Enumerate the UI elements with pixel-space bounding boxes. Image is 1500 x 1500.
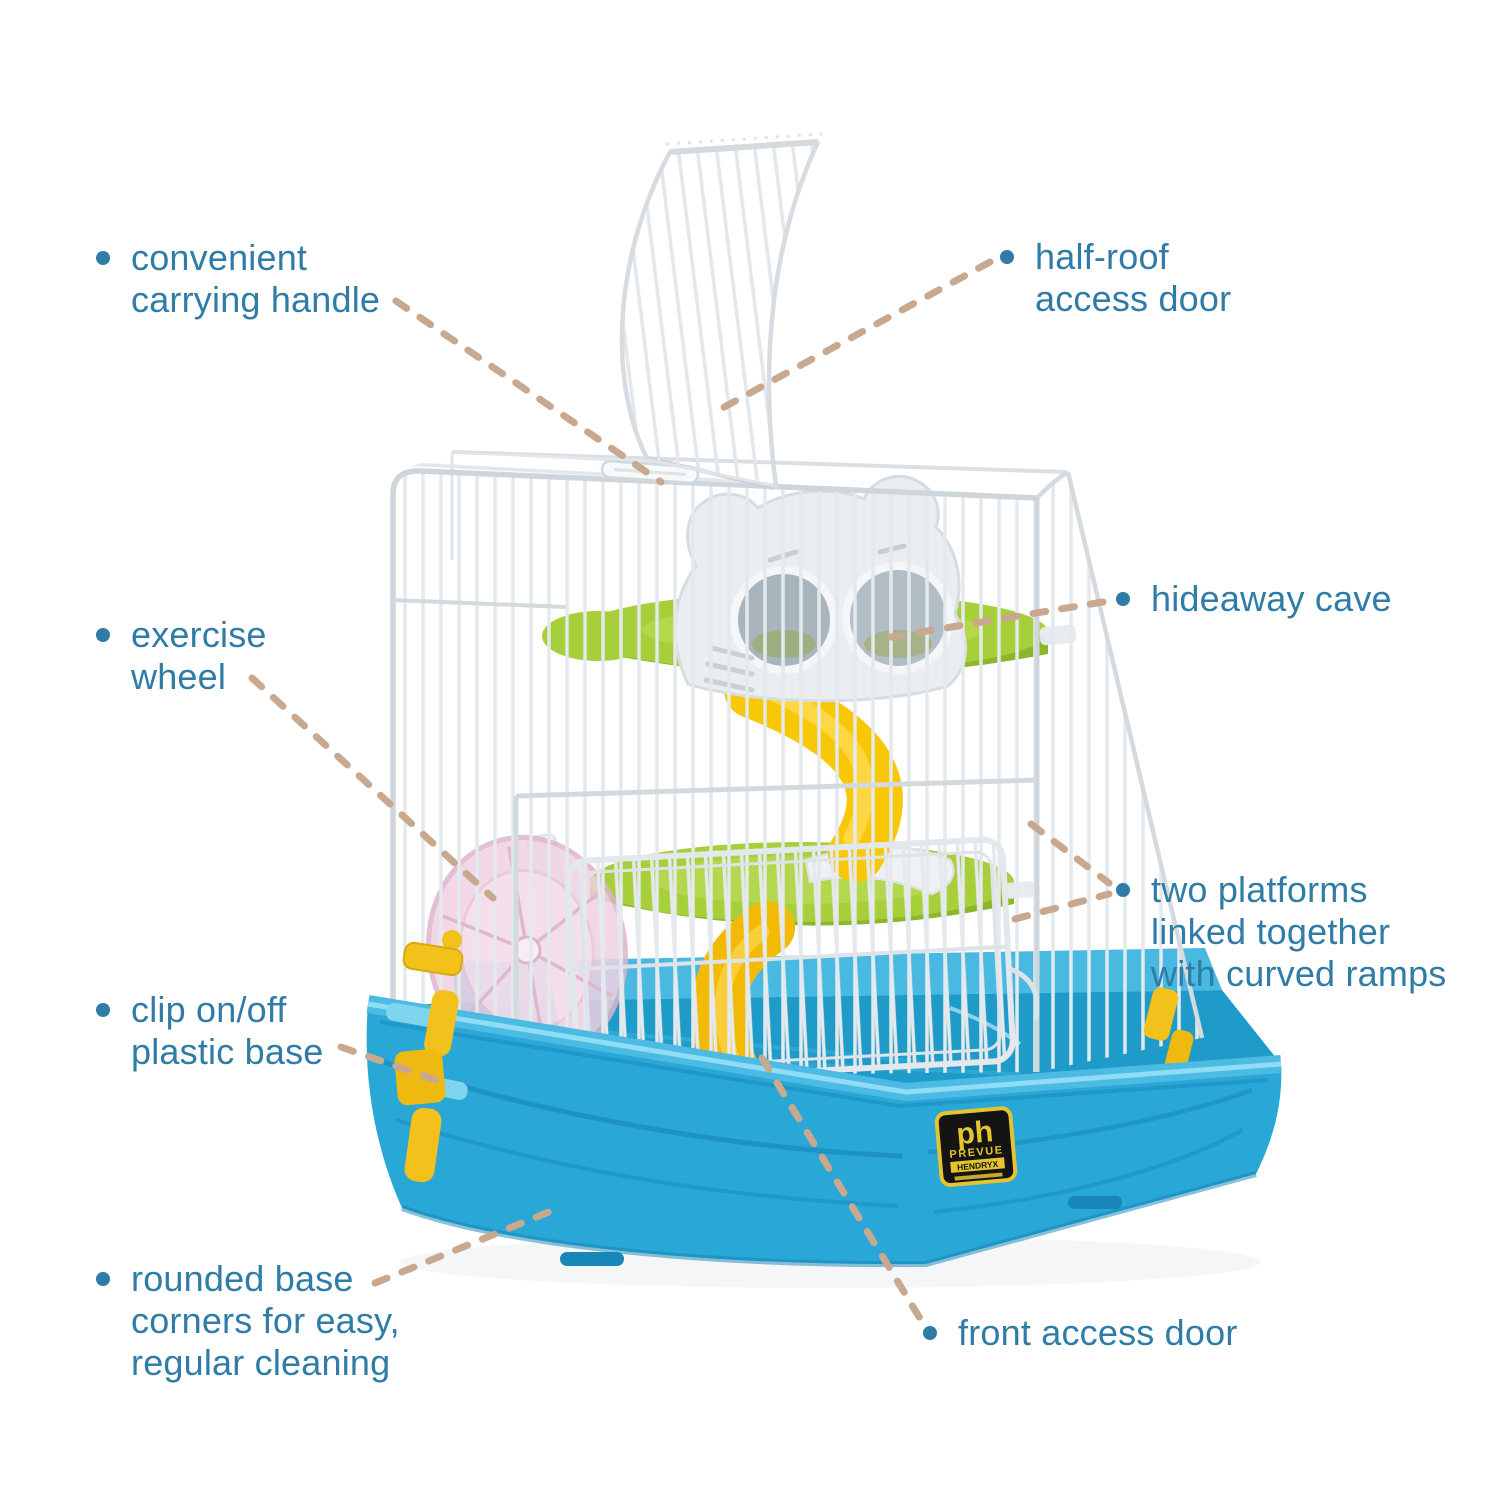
bullet-icon (1116, 883, 1130, 897)
roof-open-door (619, 132, 823, 488)
bullet-icon (1116, 592, 1130, 606)
callout-platforms-ramps: two platforms linked together with curve… (1116, 869, 1447, 995)
leader-clip-base (337, 1043, 440, 1084)
leader-exercise-wheel (248, 674, 497, 902)
callout-label: half-roof access door (1035, 236, 1232, 319)
callout-label: two platforms linked together with curve… (1151, 869, 1447, 994)
callout-clip-base: clip on/off plastic base (96, 989, 324, 1073)
callout-hideaway-cave: hideaway cave (1116, 578, 1392, 620)
leader-platforms-lower (1011, 890, 1113, 923)
brand-subname: HENDRYX (957, 1159, 999, 1173)
bullet-icon (96, 1272, 110, 1286)
bullet-icon (1000, 250, 1014, 264)
wire-side-right (1037, 472, 1202, 1072)
leader-rounded-base (371, 1203, 565, 1287)
callout-label: front access door (958, 1312, 1238, 1353)
callout-label: hideaway cave (1151, 578, 1392, 619)
leader-platforms-upper (1027, 820, 1113, 887)
callout-rounded-base-corners: rounded base corners for easy, regular c… (96, 1258, 400, 1384)
base-clip-right (1143, 987, 1179, 1041)
callout-label: convenient carrying handle (131, 237, 381, 320)
callout-carrying-handle: convenient carrying handle (96, 237, 380, 321)
callout-label: rounded base corners for easy, regular c… (131, 1258, 400, 1383)
bullet-icon (96, 628, 110, 642)
brand-sticker: ph PREVUE HENDRYX (934, 1106, 1018, 1187)
callout-label: clip on/off plastic base (131, 989, 324, 1072)
leader-front-door (758, 1054, 925, 1324)
leader-carrying-handle (392, 297, 665, 486)
callout-exercise-wheel: exercise wheel (96, 614, 267, 698)
callout-front-access-door: front access door (923, 1312, 1238, 1354)
leader-half-roof-door (713, 258, 994, 415)
bullet-icon (923, 1326, 937, 1340)
brand-initials: ph (955, 1115, 994, 1151)
bullet-icon (96, 1003, 110, 1017)
leader-lines (248, 258, 1113, 1324)
door-latch (1007, 966, 1040, 1020)
callout-half-roof-access-door: half-roof access door (1000, 236, 1231, 320)
door-frame-rail (515, 777, 1038, 799)
brand-name: PREVUE (949, 1144, 1004, 1161)
bullet-icon (96, 251, 110, 265)
leader-hideaway-cave (887, 598, 1107, 641)
front-access-door (564, 836, 1040, 1086)
callout-label: exercise wheel (131, 614, 267, 697)
